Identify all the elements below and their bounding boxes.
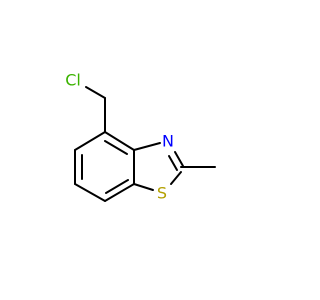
bond-c6-c7 [74, 183, 106, 202]
atom-label-cl: Cl [65, 71, 81, 90]
bonds [74, 86, 216, 202]
bond-c3a-c4 [104, 131, 135, 151]
bond-c3a-c4-inner [104, 140, 128, 155]
bond-c7-c7a-inner [105, 179, 129, 194]
bond-c2-s [170, 171, 182, 185]
bond-s-c7a [133, 183, 154, 191]
bond-n-c2-double [168, 155, 178, 171]
atom-labels: Cl N S [65, 71, 174, 203]
bond-c7-c7a [104, 183, 135, 202]
bond-c3a-n [133, 142, 161, 151]
bond-n-c2 [174, 151, 184, 167]
bond-ch2-cl [85, 86, 106, 99]
bond-c4-c5 [74, 131, 106, 151]
atom-label-s: S [157, 184, 167, 203]
molecule-structure: Cl N S [65, 71, 216, 203]
atom-label-n: N [162, 132, 174, 151]
